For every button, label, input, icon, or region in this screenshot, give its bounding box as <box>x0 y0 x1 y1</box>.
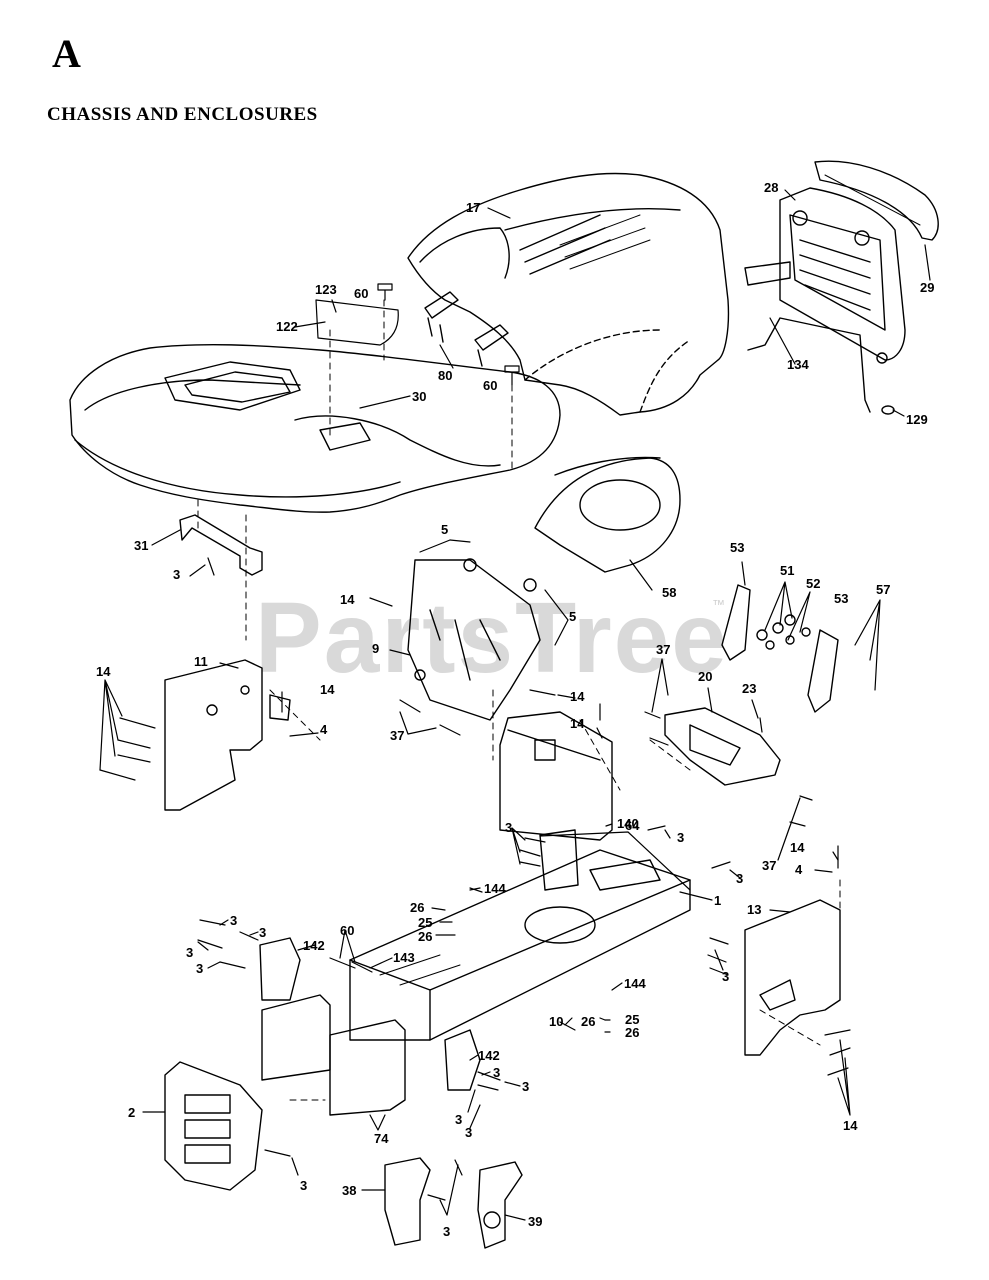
page-title: CHASSIS AND ENCLOSURES <box>47 104 318 125</box>
callout-26-d: 26 <box>625 1025 639 1040</box>
frame-part-1 <box>349 829 691 1041</box>
bracket-part-142 <box>259 937 481 1091</box>
callout-52: 52 <box>806 576 820 591</box>
callout-3-h: 3 <box>196 961 203 976</box>
callout-58: 58 <box>662 585 676 600</box>
callout-26-a: 26 <box>410 900 424 915</box>
callout-4-b: 4 <box>795 862 803 877</box>
bracket-part-31 <box>179 514 263 576</box>
callout-3-g: 3 <box>186 945 193 960</box>
callout-3-e: 3 <box>230 913 237 928</box>
callout-3-f: 3 <box>259 925 266 940</box>
callout-3-l: 3 <box>455 1112 462 1127</box>
support-part-64 <box>499 711 613 841</box>
panel-part-9 <box>407 558 541 721</box>
callout-28: 28 <box>764 180 778 195</box>
callout-5-b: 5 <box>569 609 576 624</box>
callout-60b: 60 <box>483 378 497 393</box>
callout-20: 20 <box>698 669 712 684</box>
callout-60-c: 60 <box>340 923 354 938</box>
callout-23: 23 <box>742 681 756 696</box>
callout-11: 11 <box>194 654 208 669</box>
callout-129: 129 <box>906 412 928 427</box>
plate-part-20 <box>664 707 781 786</box>
callout-9: 9 <box>372 641 379 656</box>
callout-38: 38 <box>342 1183 356 1198</box>
callout-14-g: 14 <box>843 1118 858 1133</box>
watermark: PartsTree <box>255 582 729 694</box>
callout-3-c: 3 <box>677 830 684 845</box>
callout-3-k: 3 <box>522 1079 529 1094</box>
section-letter: A <box>52 31 81 76</box>
watermark-trademark: ™ <box>712 597 725 612</box>
callout-144-a: 144 <box>484 881 506 896</box>
callout-14-e: 14 <box>570 716 585 731</box>
callout-144-b: 144 <box>624 976 646 991</box>
callout-37-a: 37 <box>656 642 670 657</box>
callout-142-b: 142 <box>478 1048 500 1063</box>
callout-74: 74 <box>374 1131 389 1146</box>
callout-3-n: 3 <box>300 1178 307 1193</box>
callout-25-b: 25 <box>625 1012 639 1027</box>
plate-part-13 <box>744 899 841 1056</box>
callout-14-d: 14 <box>570 689 585 704</box>
plate-part-53 <box>721 584 839 713</box>
plate-part-2 <box>164 1061 263 1191</box>
rod-part-134 <box>747 317 895 415</box>
hood-part <box>407 172 730 416</box>
callout-53-b: 53 <box>834 591 848 606</box>
callout-37-b: 37 <box>390 728 404 743</box>
callout-122: 122 <box>276 319 298 334</box>
callout-3-m: 3 <box>465 1125 472 1140</box>
callout-39: 39 <box>528 1214 542 1229</box>
callout-29: 29 <box>920 280 934 295</box>
fender-part <box>69 299 561 513</box>
callout-3-a: 3 <box>173 567 180 582</box>
callout-10: 10 <box>549 1014 563 1029</box>
callout-30: 30 <box>412 389 426 404</box>
callout-14-a: 14 <box>340 592 355 607</box>
callout-4-a: 4 <box>320 722 328 737</box>
callout-143: 143 <box>393 950 415 965</box>
callout-17: 17 <box>466 200 480 215</box>
callout-2: 2 <box>128 1105 135 1120</box>
callout-26-b: 26 <box>418 929 432 944</box>
callout-31: 31 <box>134 538 148 553</box>
callout-26-c: 26 <box>581 1014 595 1029</box>
callout-5-a: 5 <box>441 522 448 537</box>
leader-lines <box>99 189 931 1221</box>
callout-60: 60 <box>354 286 368 301</box>
callout-3-d: 3 <box>736 871 743 886</box>
callout-3-b: 3 <box>505 820 512 835</box>
callout-3-j: 3 <box>493 1065 500 1080</box>
fasteners <box>99 283 851 1201</box>
callout-13: 13 <box>747 902 761 917</box>
callout-57: 57 <box>876 582 890 597</box>
bracket-part-80 <box>424 291 509 367</box>
callout-64: 64 <box>625 818 640 833</box>
callout-142-a: 142 <box>303 938 325 953</box>
callout-14-f: 14 <box>790 840 805 855</box>
plate-part-74 <box>261 994 406 1116</box>
grille-part <box>744 160 939 364</box>
callout-1: 1 <box>714 893 721 908</box>
bracket-part-39 <box>477 1161 523 1249</box>
bracket-part-38 <box>384 1157 431 1246</box>
callout-labels: 17 28 29 123 60 122 80 60 134 30 129 31 … <box>96 180 934 1239</box>
callout-123: 123 <box>315 282 337 297</box>
callout-3-o: 3 <box>443 1224 450 1239</box>
callout-14-b: 14 <box>96 664 111 679</box>
callout-3-i: 3 <box>722 969 729 984</box>
callout-134: 134 <box>787 357 809 372</box>
callout-37-c: 37 <box>762 858 776 873</box>
callout-53-a: 53 <box>730 540 744 555</box>
callout-14-c: 14 <box>320 682 335 697</box>
plate-part-11 <box>164 659 291 811</box>
callout-51: 51 <box>780 563 794 578</box>
callout-25-a: 25 <box>418 915 432 930</box>
callout-80: 80 <box>438 368 452 383</box>
callout-140: 140 <box>617 816 639 831</box>
shield-part-58 <box>534 456 681 573</box>
